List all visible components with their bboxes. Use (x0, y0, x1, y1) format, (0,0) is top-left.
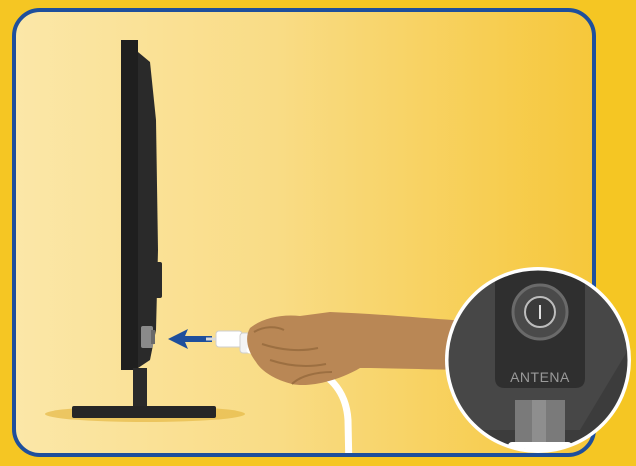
antenna-port-label: ANTENA (510, 369, 570, 385)
tv-rear-bump (152, 262, 162, 298)
tv-screen-panel (121, 40, 138, 370)
tv-antenna-socket-tip (151, 330, 155, 344)
tv-stand-neck (133, 368, 147, 410)
tv-stand-base (72, 406, 216, 418)
